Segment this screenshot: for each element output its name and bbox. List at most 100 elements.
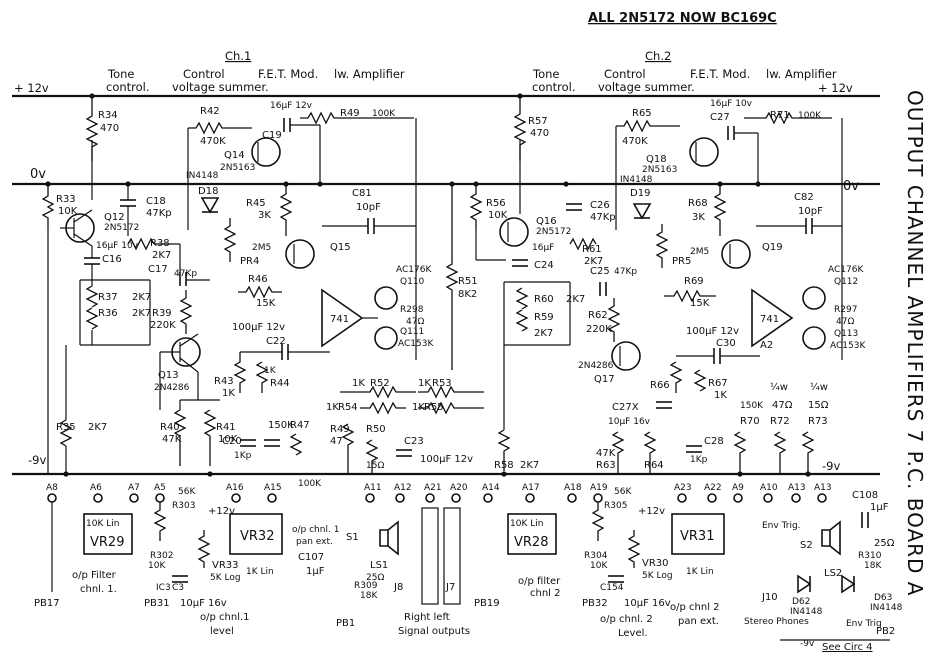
- op-filter2: o/p filter: [518, 576, 561, 587]
- ch1-hdr-fet: F.E.T. Mod.: [258, 67, 318, 81]
- r72-watt: ¼w: [770, 381, 788, 393]
- pb2-label: PB2: [876, 626, 895, 637]
- pin-label: A7: [128, 483, 140, 493]
- c20-label: C20: [222, 436, 242, 447]
- q16-label: Q16: [536, 216, 557, 227]
- r35-label: R35: [56, 422, 76, 433]
- r69-value: 15K: [690, 298, 710, 309]
- vr28-label: VR28: [514, 535, 548, 550]
- pin-label: A8: [46, 483, 58, 493]
- r38-value: 2K7: [152, 250, 171, 261]
- op-pan2: o/p chnl 2: [670, 602, 720, 613]
- r65-label: R65: [632, 108, 652, 119]
- d62-label: D62: [792, 597, 810, 607]
- d18-type: IN4148: [186, 171, 219, 181]
- c27-value: 16µF 10v: [710, 99, 753, 109]
- r51-value: 8K2: [458, 289, 477, 300]
- q12-type: 2N5172: [104, 223, 139, 233]
- env-trig: Env Trig.: [762, 521, 801, 531]
- pr5-value: 2M5: [690, 247, 709, 257]
- c26-value: 47Kp: [590, 212, 616, 223]
- q18-label: Q18: [646, 154, 667, 165]
- ls2-label: LS2: [824, 568, 842, 579]
- pin-label: A18: [564, 483, 582, 493]
- r69-label: R69: [684, 276, 704, 287]
- q110-type: AC176K: [396, 265, 432, 275]
- c20-value: 1Kp: [234, 451, 252, 461]
- channel-2-title: Ch.2: [645, 49, 671, 63]
- c108-label: C108: [852, 490, 878, 501]
- r55-value: 1K: [412, 402, 425, 413]
- s1-label: S1: [346, 532, 359, 543]
- q111-type: AC153K: [398, 339, 434, 349]
- pin-label: A15: [264, 483, 282, 493]
- r66-label: R66: [650, 380, 670, 391]
- pin-label: A16: [226, 483, 244, 493]
- r68-value: 3K: [692, 212, 705, 223]
- c27x-label: C27X: [612, 402, 639, 413]
- q19-label: Q19: [762, 242, 783, 253]
- r47-label: R47: [290, 420, 310, 431]
- ls2-value: 25Ω: [874, 538, 895, 549]
- r35-value: 2K7: [88, 422, 107, 433]
- r59-label: R59: [534, 312, 554, 323]
- r44-value: 1K: [264, 366, 277, 376]
- r44-label: R44: [270, 378, 290, 389]
- r33-value: 10K: [58, 206, 78, 217]
- c18-value: 47Kp: [146, 208, 172, 219]
- ch1-hdr-tone: Tone: [107, 67, 134, 81]
- r56-label: R56: [486, 198, 506, 209]
- ch1-hdr-summer2: voltage summer.: [172, 80, 269, 94]
- opamp2-ref: A2: [760, 340, 773, 351]
- r47-value: 150K: [268, 420, 294, 431]
- r58-label: R58: [494, 460, 514, 471]
- c16-value: 16µF 10v: [96, 241, 139, 251]
- vr33-value: 5K Log: [210, 573, 241, 583]
- r305-value: 56K: [614, 487, 632, 497]
- op-level2: o/p chnl. 2: [600, 614, 653, 625]
- r53-value: 1K: [418, 378, 431, 389]
- pr4-label: PR4: [240, 256, 259, 267]
- c17-label: C17: [148, 264, 168, 275]
- vr30-label: VR30: [642, 558, 669, 569]
- channel-1-title: Ch.1: [225, 49, 251, 63]
- r52-value: 1K: [352, 378, 365, 389]
- r298-value: 47Ω: [406, 317, 424, 327]
- r297-label: R297: [834, 305, 857, 315]
- bottom-connectors: A8 A6 A7 A5 A16 A15 A11 A12 A21 A20 A14 …: [34, 483, 903, 653]
- pin-label: A21: [424, 483, 442, 493]
- q112-label: Q112: [834, 277, 858, 287]
- c3-value: 10µF 16v: [180, 598, 227, 609]
- r70-label: R70: [740, 416, 760, 427]
- r304-label: R304: [584, 551, 608, 561]
- vr29-value: 10K Lin: [86, 519, 119, 529]
- op-pan1: o/p chnl. 1: [292, 525, 339, 535]
- r43-label: R43: [214, 376, 234, 387]
- r39-label: R39: [152, 308, 172, 319]
- c154-label: C154: [600, 583, 624, 593]
- r49-label: R49: [340, 108, 360, 119]
- r304-value: 10K: [590, 561, 608, 571]
- d63-label: D63: [874, 593, 892, 603]
- pr4-value: 2M5: [252, 243, 271, 253]
- opamp2-label: 741: [760, 314, 779, 325]
- r36-value: 2K7: [132, 308, 151, 319]
- ch1-hdr-amp: lw. Amplifier: [334, 67, 405, 81]
- q13-type: 2N4286: [154, 383, 190, 393]
- r63-value: 47K: [596, 448, 616, 459]
- op-filter1: o/p Filter: [72, 570, 117, 581]
- r41-label: R41: [216, 422, 236, 433]
- r49b-label: R49: [330, 424, 350, 435]
- r65-value: 470K: [622, 136, 648, 147]
- rail-0v-left: 0v: [30, 167, 46, 182]
- r60-label: R60: [534, 294, 554, 305]
- r50-value: 15Ω: [366, 461, 384, 471]
- r41-value: 10K: [218, 434, 238, 445]
- minus9-bottom: -9v: [800, 639, 815, 649]
- plus12b: +12v: [638, 506, 665, 517]
- stereo-phones: Stereo Phones: [744, 617, 809, 627]
- pin-row: A8 A6 A7 A5 A16 A15 A11 A12 A21 A20 A14 …: [46, 483, 832, 503]
- vr29-label: VR29: [90, 535, 124, 550]
- r70-value: 150K: [740, 401, 764, 411]
- r310-value: 18K: [864, 561, 882, 571]
